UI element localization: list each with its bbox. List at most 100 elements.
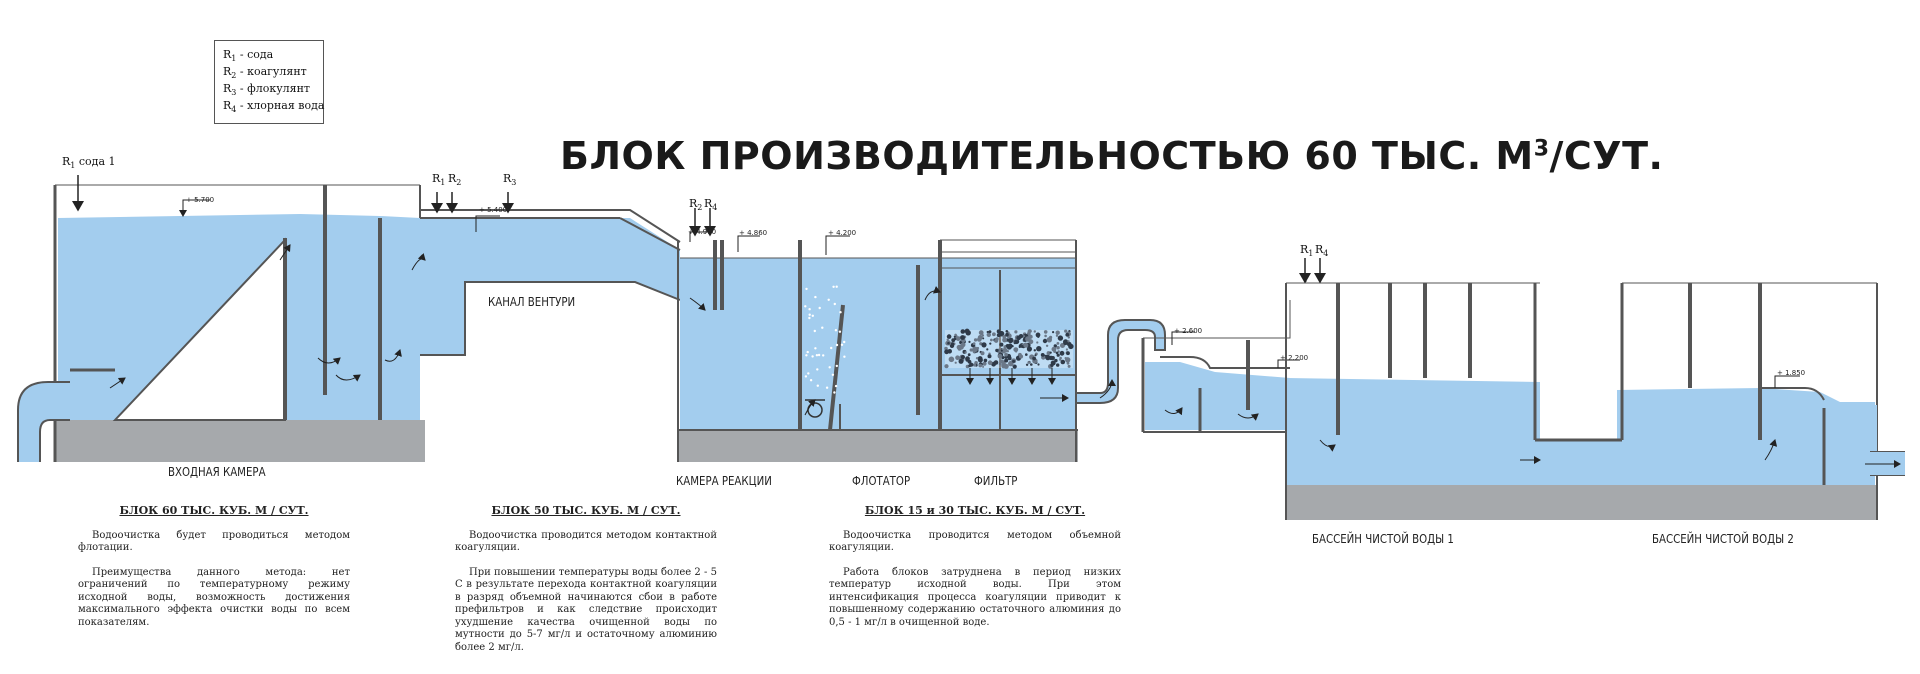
filter-grain	[1007, 356, 1012, 361]
legend-row: R4 - хлорная вода	[223, 99, 325, 115]
filter-grain	[1018, 354, 1024, 359]
filter-grain	[948, 356, 955, 363]
bubble	[835, 285, 838, 288]
filter-grain	[1055, 351, 1059, 355]
bubble	[828, 366, 831, 369]
filter-grain	[986, 330, 989, 334]
bubble	[822, 354, 825, 357]
filter-grain	[1056, 353, 1060, 357]
filter-grain	[944, 346, 948, 351]
label-filter: ФИЛЬТР	[974, 474, 1018, 488]
bubble	[818, 306, 821, 310]
block-paragraph: Преимущества данного метода: нет огранич…	[78, 566, 350, 628]
filter-grain	[953, 337, 957, 341]
filter-grain	[989, 342, 992, 345]
bubble	[808, 308, 811, 311]
filter-grain	[1004, 352, 1008, 357]
level-mark: + 4.860	[739, 229, 768, 237]
level-mark: + 4.990	[688, 228, 717, 236]
block-heading: БЛОК 60 ТЫС. КУБ. М / СУТ.	[119, 504, 309, 517]
filter-grain	[999, 342, 1004, 347]
filter-grain	[1051, 346, 1057, 352]
filter-grain	[946, 334, 952, 339]
filter-grain	[1033, 349, 1037, 352]
filter-grain	[1059, 356, 1062, 360]
filter-grain	[1059, 350, 1065, 356]
bubble	[843, 355, 846, 358]
filter-grain	[986, 348, 989, 351]
filter-grain	[1045, 354, 1051, 361]
filter-grain	[1064, 329, 1068, 333]
filter-grain	[1001, 362, 1007, 367]
block-paragraph: Водоочистка будет проводиться методом фл…	[78, 529, 350, 554]
filter-grain	[990, 338, 993, 342]
filter-grain	[1043, 330, 1048, 334]
filter-grain	[958, 358, 964, 364]
bubble	[815, 354, 819, 357]
reagent-label-r1: R1	[432, 172, 446, 188]
filter-grain	[967, 359, 972, 364]
level-mark: + 5.700	[186, 196, 215, 204]
filter-grain	[1046, 351, 1051, 356]
reagent-label-r2: R2	[448, 172, 462, 188]
filter-grain	[994, 338, 999, 343]
filter-grain	[1065, 348, 1068, 351]
filter-grain	[1040, 353, 1045, 357]
filter-grain	[988, 352, 991, 355]
filter-grain	[987, 360, 993, 366]
filter-grain	[950, 342, 955, 346]
filter-grain	[1064, 357, 1067, 360]
bubble	[816, 384, 819, 387]
bubble	[816, 368, 819, 371]
filter-grain	[1002, 334, 1007, 339]
filter-grain	[1060, 359, 1066, 365]
filter-grain	[1052, 331, 1055, 334]
filter-grain	[1056, 342, 1060, 345]
bubble	[835, 364, 838, 368]
legend-row: R2 - коагулянт	[223, 65, 307, 81]
filter-grain	[983, 358, 988, 363]
bubble	[814, 347, 817, 350]
filter-grain	[1026, 346, 1032, 352]
reagent-label-r4-reaction: R4	[704, 197, 718, 213]
bubble	[833, 302, 836, 306]
filter-grain	[1014, 339, 1020, 345]
filter-grain	[1065, 332, 1070, 337]
filter-grain	[993, 360, 999, 365]
filter-grain	[1045, 344, 1049, 347]
bubble	[817, 353, 821, 357]
filter-grain	[960, 355, 966, 360]
filter-grain	[1057, 335, 1064, 341]
label-inlet-chamber: ВХОДНАЯ КАМЕРА	[168, 465, 266, 479]
description-block-15-30: БЛОК 15 и 30 ТЫС. КУБ. М / СУТ. Водоочис…	[829, 504, 1121, 641]
filter-grain	[1016, 335, 1021, 341]
filter-grain	[956, 344, 962, 350]
bubble	[805, 287, 808, 291]
bubble	[804, 305, 807, 308]
bubble	[831, 373, 835, 376]
filter-grain	[997, 353, 1003, 359]
bubble	[838, 330, 842, 333]
level-mark: + 5.400	[479, 206, 508, 214]
filter-grain	[977, 357, 983, 363]
inlet-pipe	[18, 382, 70, 462]
filter-grain	[973, 363, 977, 367]
filter-grain	[1008, 360, 1014, 367]
inlet-chamber	[17, 175, 425, 462]
filter-grain	[1042, 338, 1048, 344]
block-paragraph: Водоочистка проводится методом контактно…	[455, 529, 717, 554]
filter-grain	[1007, 337, 1014, 344]
filter-grain	[1025, 363, 1029, 366]
filter-grain	[946, 338, 949, 341]
filter-grain	[1049, 351, 1052, 354]
filter-grain	[986, 332, 991, 337]
bubble	[840, 343, 844, 346]
filter-grain	[1023, 335, 1026, 338]
bubble	[805, 354, 808, 357]
filter-grain	[1068, 346, 1071, 349]
filter-grain	[1004, 358, 1009, 363]
label-flotator: ФЛОТАТОР	[852, 474, 911, 488]
page-title: БЛОК ПРОИЗВОДИТЕЛЬНОСТЬЮ 60 ТЫС. М3/СУТ.	[560, 134, 1664, 178]
filter-media	[944, 328, 1074, 369]
bubble	[834, 384, 838, 388]
